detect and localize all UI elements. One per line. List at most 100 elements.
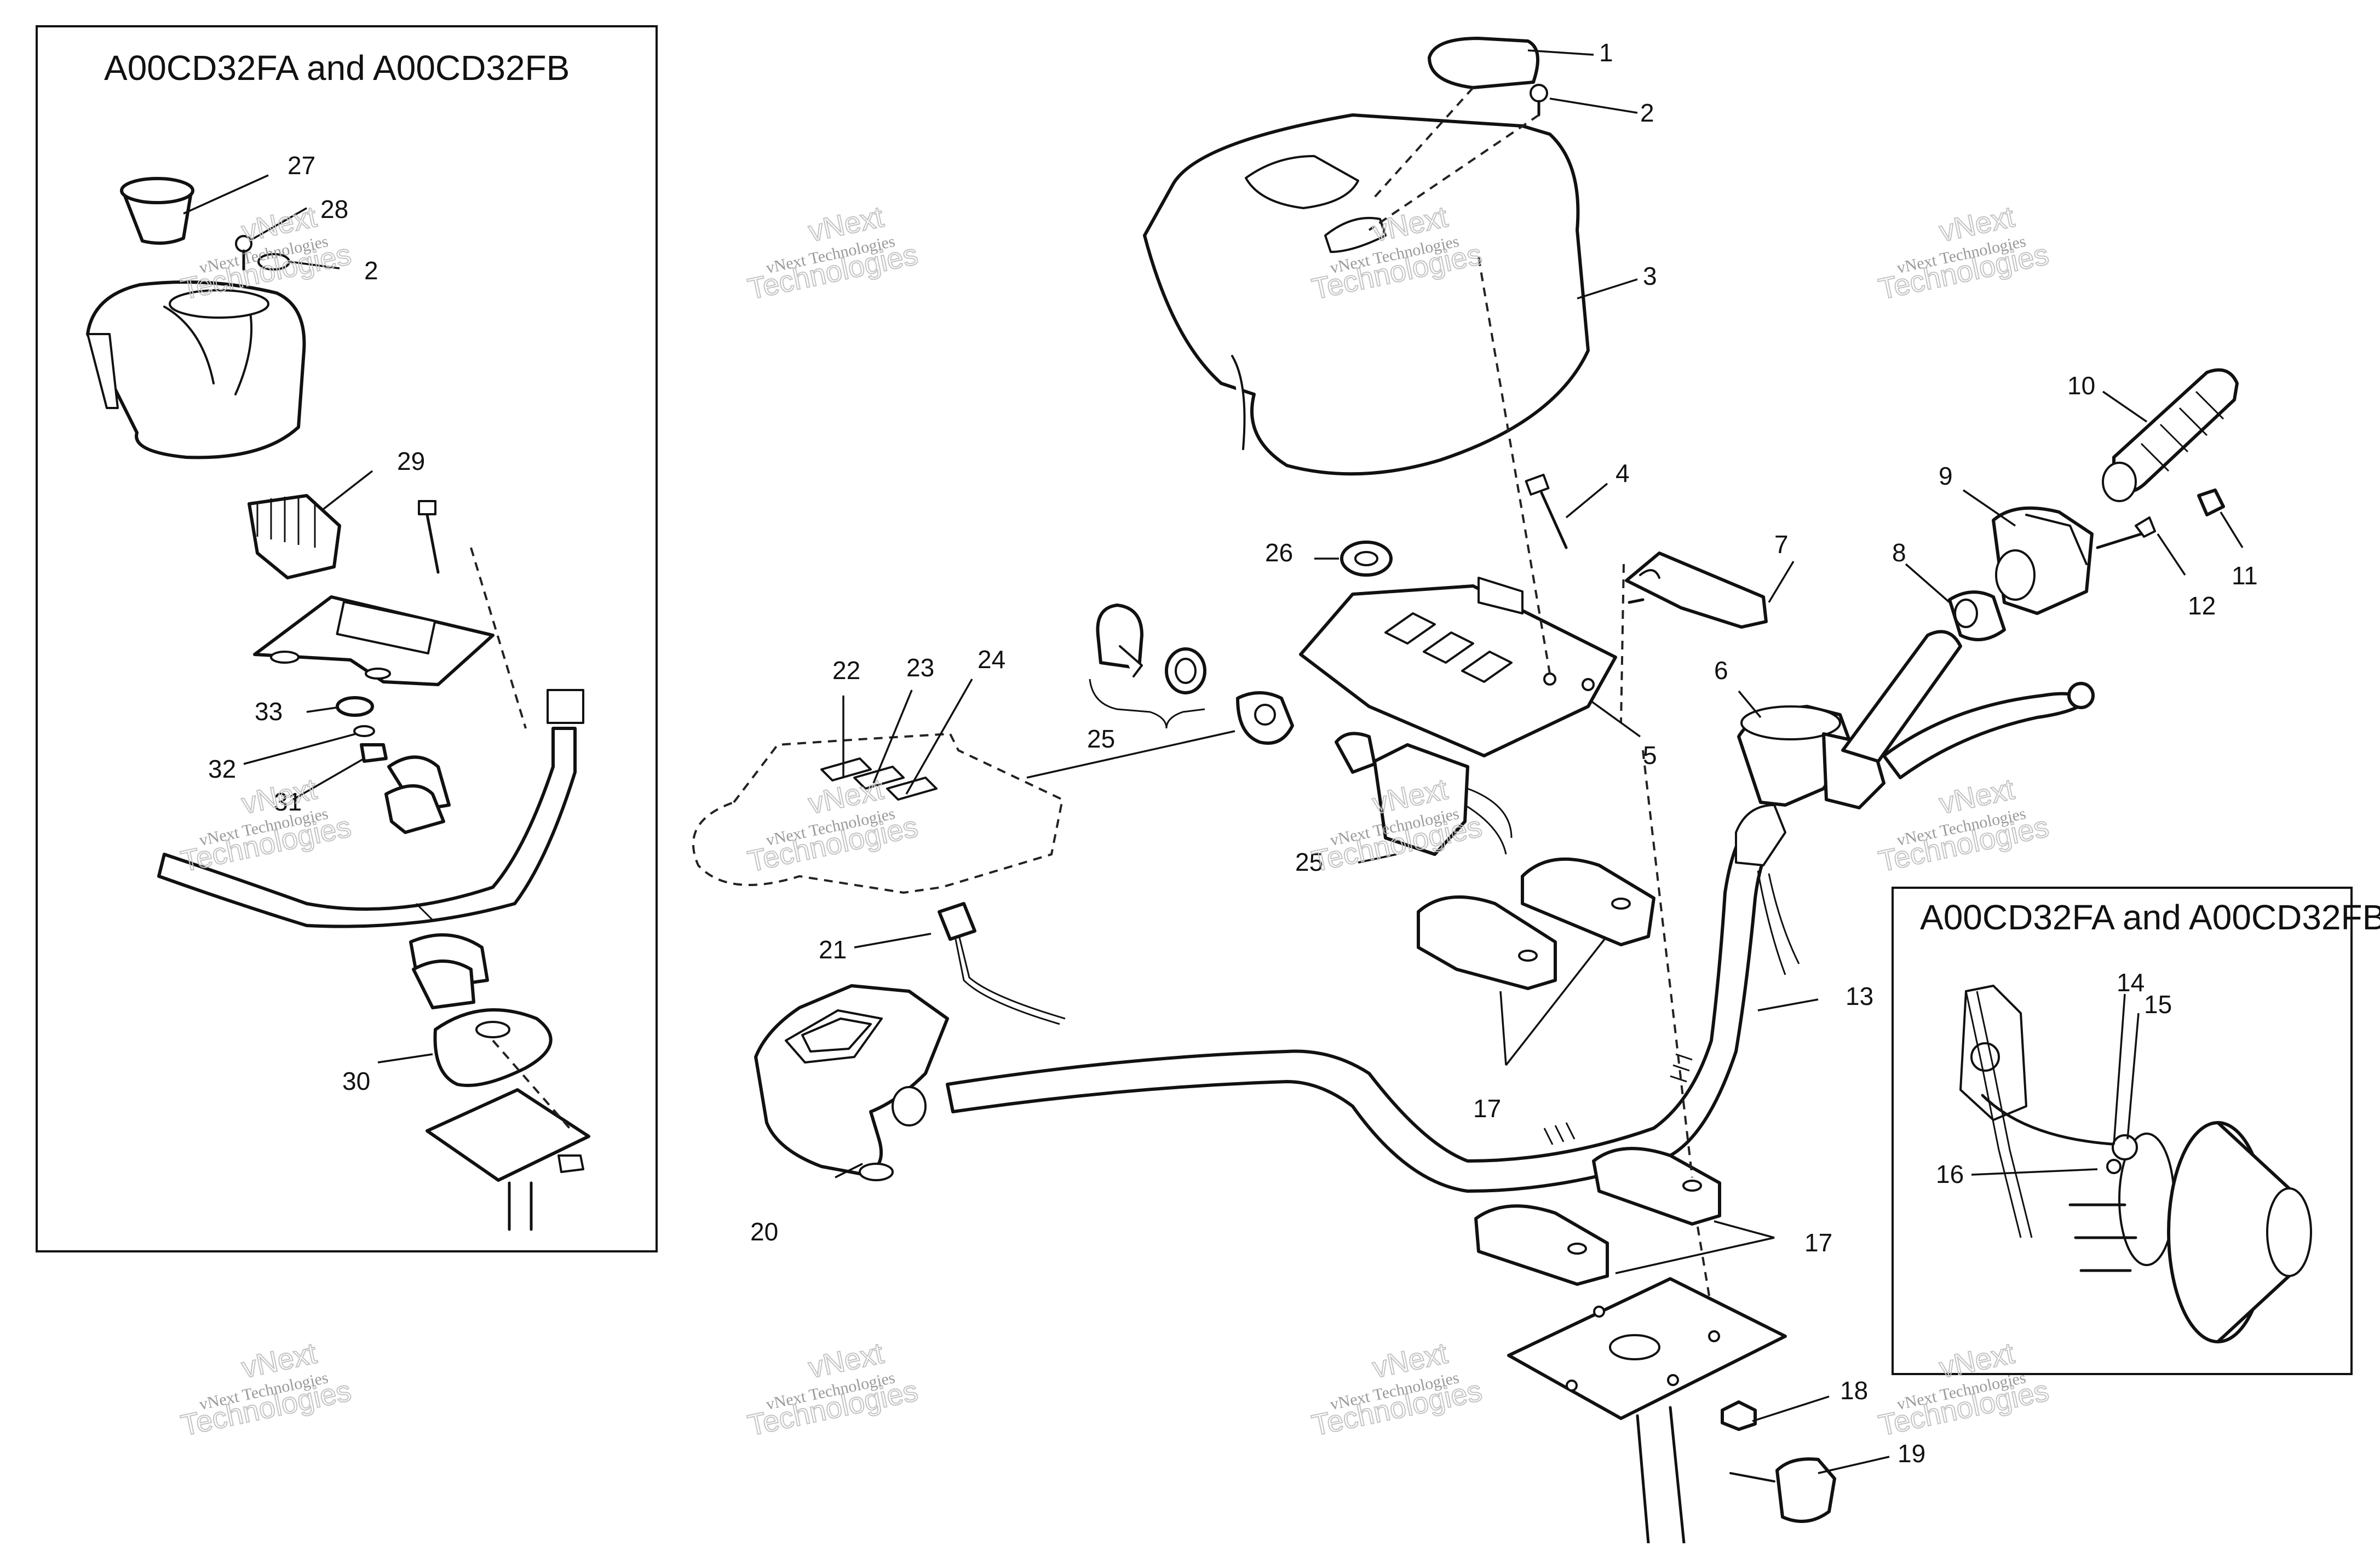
callout-30: 30 xyxy=(342,1067,370,1095)
upper-clamps-left xyxy=(384,755,451,834)
part-4-bolt xyxy=(1525,473,1568,549)
bolt-left xyxy=(418,500,440,574)
decal-guide xyxy=(1368,87,1540,231)
part-17-lower-clamps xyxy=(1474,1147,1721,1286)
part-23-switch xyxy=(853,766,905,790)
callout-17-upper: 17 xyxy=(1473,1094,1501,1123)
callout-4: 4 xyxy=(1616,459,1630,487)
left-variant-panel: A00CD32FA and A00CD32FB xyxy=(36,25,658,1252)
part-2-screw xyxy=(1530,84,1548,117)
callout-1: 1 xyxy=(1599,38,1613,67)
callout-20: 20 xyxy=(750,1217,778,1246)
callout-2: 2 xyxy=(1640,99,1654,127)
watermark-8: vNext Technologies vNext Technologies xyxy=(1875,772,2052,879)
part-9-throttle-housing xyxy=(1992,506,2094,615)
part-31-nut xyxy=(360,743,388,763)
watermark-5: vNext Technologies vNext Technologies xyxy=(177,772,354,879)
callout-21: 21 xyxy=(819,935,847,964)
part-8-bushing xyxy=(1948,590,2006,641)
part-5-mounting-bracket xyxy=(1299,577,1617,757)
part-29-connector xyxy=(248,494,341,579)
watermark-11: vNext Technologies vNext Technologies xyxy=(1308,1336,1485,1443)
part-33-washer xyxy=(336,696,374,717)
part-12-screw xyxy=(2096,516,2156,549)
callout-32: 32 xyxy=(208,755,236,783)
part-21-connector xyxy=(938,902,1066,1025)
callout-25-switch: 25 xyxy=(1295,848,1323,876)
watermark-10: vNext Technologies vNext Technologies xyxy=(744,1336,921,1443)
cover-to-bracket-guide xyxy=(1478,257,1625,723)
callout-23: 23 xyxy=(906,653,934,682)
part-11-end-cap xyxy=(2197,488,2225,516)
part-27-gauge-cup xyxy=(120,177,194,245)
callout-33: 33 xyxy=(255,697,283,726)
callout-10: 10 xyxy=(2067,371,2095,400)
handlebar-left-panel xyxy=(157,689,584,928)
callout-19: 19 xyxy=(1898,1439,1925,1468)
part-25-key-and-ring xyxy=(1089,604,1206,729)
part-30-riser xyxy=(433,1008,553,1087)
part-15-sensor xyxy=(2112,1134,2138,1160)
leader-lines xyxy=(183,49,2244,1474)
part-28-screw xyxy=(235,235,290,271)
callout-25-key: 25 xyxy=(1087,725,1115,753)
inset-brake-line xyxy=(1965,991,2033,1238)
nut-left-bottom xyxy=(557,1154,584,1173)
callout-15: 15 xyxy=(2144,990,2172,1019)
callout-6: 6 xyxy=(1714,656,1728,685)
callout-17-lower: 17 xyxy=(1804,1228,1832,1257)
assembly-guide-left xyxy=(470,547,571,1129)
part-10-grip xyxy=(2102,368,2239,502)
callout-8: 8 xyxy=(1892,538,1906,567)
callout-18: 18 xyxy=(1840,1376,1868,1405)
part-25-ignition-switch xyxy=(1335,732,1513,856)
callout-17b-leads xyxy=(1615,1220,1775,1274)
switch-plate-dashed xyxy=(692,732,1064,894)
inset-hose xyxy=(1981,1094,2121,1146)
callout-13: 13 xyxy=(1846,982,1873,1010)
part-19-clip xyxy=(1729,1457,1836,1523)
callout-2-left: 2 xyxy=(364,256,378,285)
callout-9: 9 xyxy=(1939,462,1953,490)
callout-17a-leads xyxy=(1499,938,1606,1066)
callout-29: 29 xyxy=(397,447,425,475)
inset-variant-panel: A00CD32FA and A00CD32FB xyxy=(1892,887,2380,1375)
watermark-2: vNext Technologies vNext Technologies xyxy=(744,200,921,307)
inset-studs xyxy=(2068,1203,2137,1272)
brake-lever xyxy=(1841,630,2095,779)
part-1-decal xyxy=(1428,37,1539,89)
part-22-switch xyxy=(820,757,872,781)
plate-to-washer-lead xyxy=(1026,730,1235,779)
callout-5: 5 xyxy=(1643,741,1657,769)
callout-11: 11 xyxy=(2232,561,2258,590)
part-3-headlight-cover xyxy=(1143,113,1590,476)
part-18-nut xyxy=(1721,1400,1757,1431)
part-32-lockwasher xyxy=(353,725,375,737)
part-17-upper-clamps xyxy=(1417,857,1655,990)
part-26-nut xyxy=(1340,541,1393,577)
inset-knuckle-hole xyxy=(1970,1042,2000,1072)
inset-hub-face xyxy=(2266,1187,2312,1277)
switch-bracket-plate xyxy=(253,595,495,686)
inset-panel-frame xyxy=(1892,887,2353,1375)
callout-24: 24 xyxy=(978,645,1005,674)
part-14-screw xyxy=(2106,1159,2122,1174)
callout-14: 14 xyxy=(2117,968,2145,997)
callout-22: 22 xyxy=(832,656,860,685)
watermark-4: vNext Technologies vNext Technologies xyxy=(1875,200,2052,307)
watermark-6: vNext Technologies vNext Technologies xyxy=(744,772,921,879)
headlight-pod-housing xyxy=(86,280,306,459)
watermark-12: vNext Technologies vNext Technologies xyxy=(1875,1336,2052,1443)
callout-3: 3 xyxy=(1643,262,1657,290)
callout-28: 28 xyxy=(320,195,348,223)
part-20-left-control xyxy=(754,984,949,1181)
callout-16: 16 xyxy=(1936,1160,1964,1188)
left-panel-title: A00CD32FA and A00CD32FB xyxy=(104,48,570,88)
lock-washer-ring xyxy=(1236,691,1294,745)
bracket-to-plate-guide xyxy=(1642,750,1715,1326)
callout-7: 7 xyxy=(1774,530,1789,559)
mount-plate-left xyxy=(426,1088,590,1182)
callout-labels: 1 2 3 4 5 6 7 8 9 10 11 12 13 14 15 16 1… xyxy=(208,38,2258,1468)
part-13-handlebar xyxy=(946,804,1800,1193)
